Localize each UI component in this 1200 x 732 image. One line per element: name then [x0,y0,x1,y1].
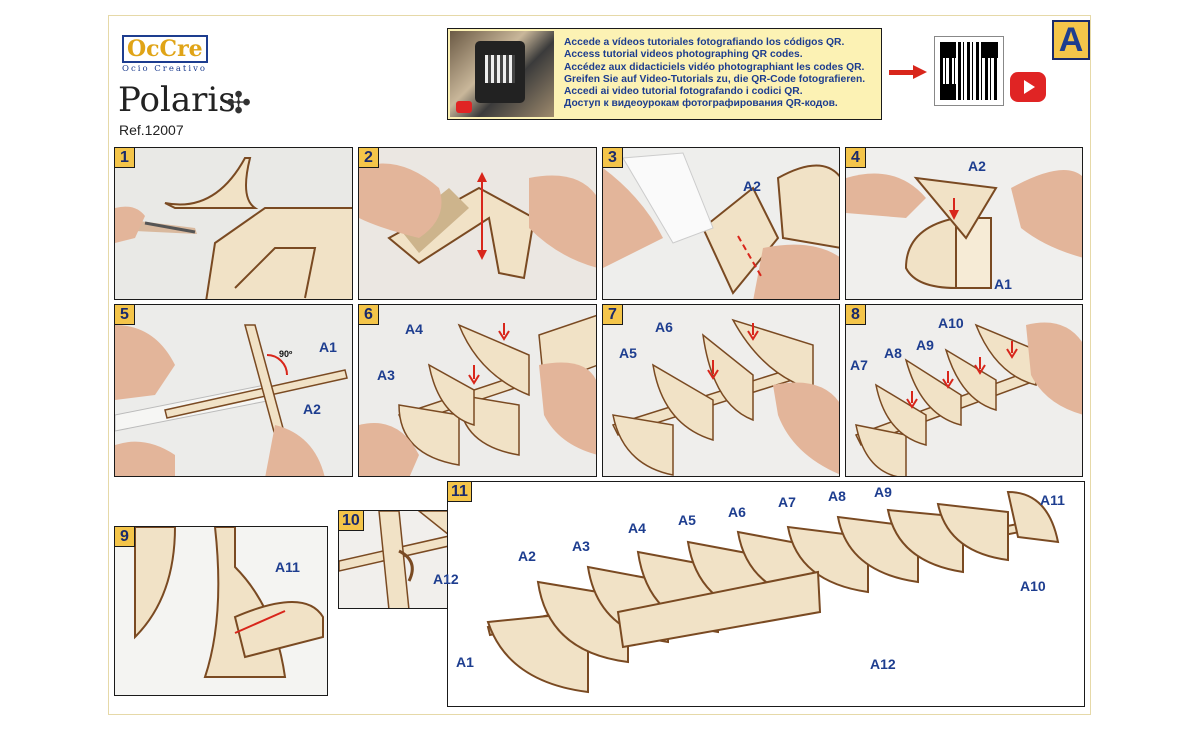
qr-instructions: Accede a vídeos tutoriales fotografiando… [564,37,865,111]
step-number: 11 [448,482,472,502]
step-number: 3 [603,148,623,168]
step-9-panel: 9 A11 [114,526,328,696]
part-label-a11: A11 [1040,492,1065,508]
step-8-illustration [846,305,1082,476]
page-border [108,15,1091,715]
qr-code[interactable] [934,36,1004,106]
step-number: 2 [359,148,379,168]
step-number: 4 [846,148,866,168]
step-11-illustration [486,490,1060,694]
step-3-panel: 3 A2 [602,147,840,300]
youtube-icon[interactable] [1010,72,1046,102]
youtube-icon [456,101,472,113]
qr-code-icon [940,42,998,100]
phone-scanning-photo [450,31,554,117]
step-11-panel: 11 A2 A3 A4 A5 A6 A7 A8 A9 A11 A10 A12 A… [447,481,1085,707]
product-title: Polaris [118,80,236,120]
step-8-panel: 8 A10 A8 A9 A7 [845,304,1083,477]
part-label-a8: A8 [828,488,846,504]
occre-logo: OcCre Ocio Creativo [122,35,208,74]
step-number: 8 [846,305,866,325]
step-7-illustration [603,305,839,476]
part-label-a1: A1 [456,654,474,670]
part-label-a9: A9 [916,337,934,353]
step-1-illustration [115,148,352,299]
qr-line-ru: Доступ к видеоурокам фотографирования QR… [564,98,838,110]
step-2-panel: 2 [358,147,597,300]
smartphone-icon [475,41,525,103]
part-label-a2: A2 [518,548,536,564]
part-label-a11: A11 [275,559,300,575]
logo-subtitle: Ocio Creativo [122,64,207,74]
compass-star-icon: ✣ [226,87,252,120]
part-label-a7: A7 [850,357,868,373]
step-6-panel: 6 A4 A3 [358,304,597,477]
qr-line-it: Accedi ai video tutorial fotografando i … [564,86,803,98]
part-label-a2: A2 [303,401,321,417]
step-number: 7 [603,305,623,325]
part-label-a1: A1 [319,339,337,355]
step-4-panel: 4 A2 A1 [845,147,1083,300]
part-label-a4: A4 [405,321,423,337]
part-label-a12: A12 [433,571,459,587]
part-label-a6: A6 [655,319,673,335]
part-label-a5: A5 [619,345,637,361]
step-number: 1 [115,148,135,168]
part-label-a1: A1 [994,276,1012,292]
qr-line-es: Accede a vídeos tutoriales fotografiando… [564,37,845,48]
angle-label: 90º [279,349,293,359]
qr-line-fr: Accédez aux didacticiels vidéo photograp… [564,61,865,73]
qr-tutorial-banner: Accede a vídeos tutoriales fotografiando… [447,28,882,120]
arrow-right-icon [889,65,927,79]
part-label-a8: A8 [884,345,902,361]
part-label-a6: A6 [728,504,746,520]
logo-mark: OcCre [122,35,208,63]
part-label-a12: A12 [870,656,896,672]
part-label-a3: A3 [572,538,590,554]
step-number: 10 [339,511,364,531]
sheet-letter: A [1052,20,1090,60]
step-2-illustration [359,148,596,299]
part-label-a2: A2 [743,178,761,194]
step-4-illustration [846,148,1082,299]
step-9-illustration [115,527,327,695]
part-label-a7: A7 [778,494,796,510]
step-5-illustration [115,305,352,476]
qr-line-en: Access tutorial videos photographing QR … [564,49,803,61]
part-label-a5: A5 [678,512,696,528]
step-number: 5 [115,305,135,325]
part-label-a4: A4 [628,520,646,536]
part-label-a2: A2 [968,158,986,174]
step-number: 6 [359,305,379,325]
step-number: 9 [115,527,135,547]
part-label-a10: A10 [1020,578,1046,594]
step-7-panel: 7 A6 A5 [602,304,840,477]
step-5-panel: 5 90º A1 A2 [114,304,353,477]
qr-line-de: Greifen Sie auf Video-Tutorials zu, die … [564,73,866,85]
part-label-a9: A9 [874,484,892,500]
step-1-panel: 1 [114,147,353,300]
product-reference: Ref.12007 [119,122,184,138]
part-label-a10: A10 [938,315,964,331]
step-3-illustration [603,148,839,299]
step-6-illustration [359,305,596,476]
part-label-a3: A3 [377,367,395,383]
